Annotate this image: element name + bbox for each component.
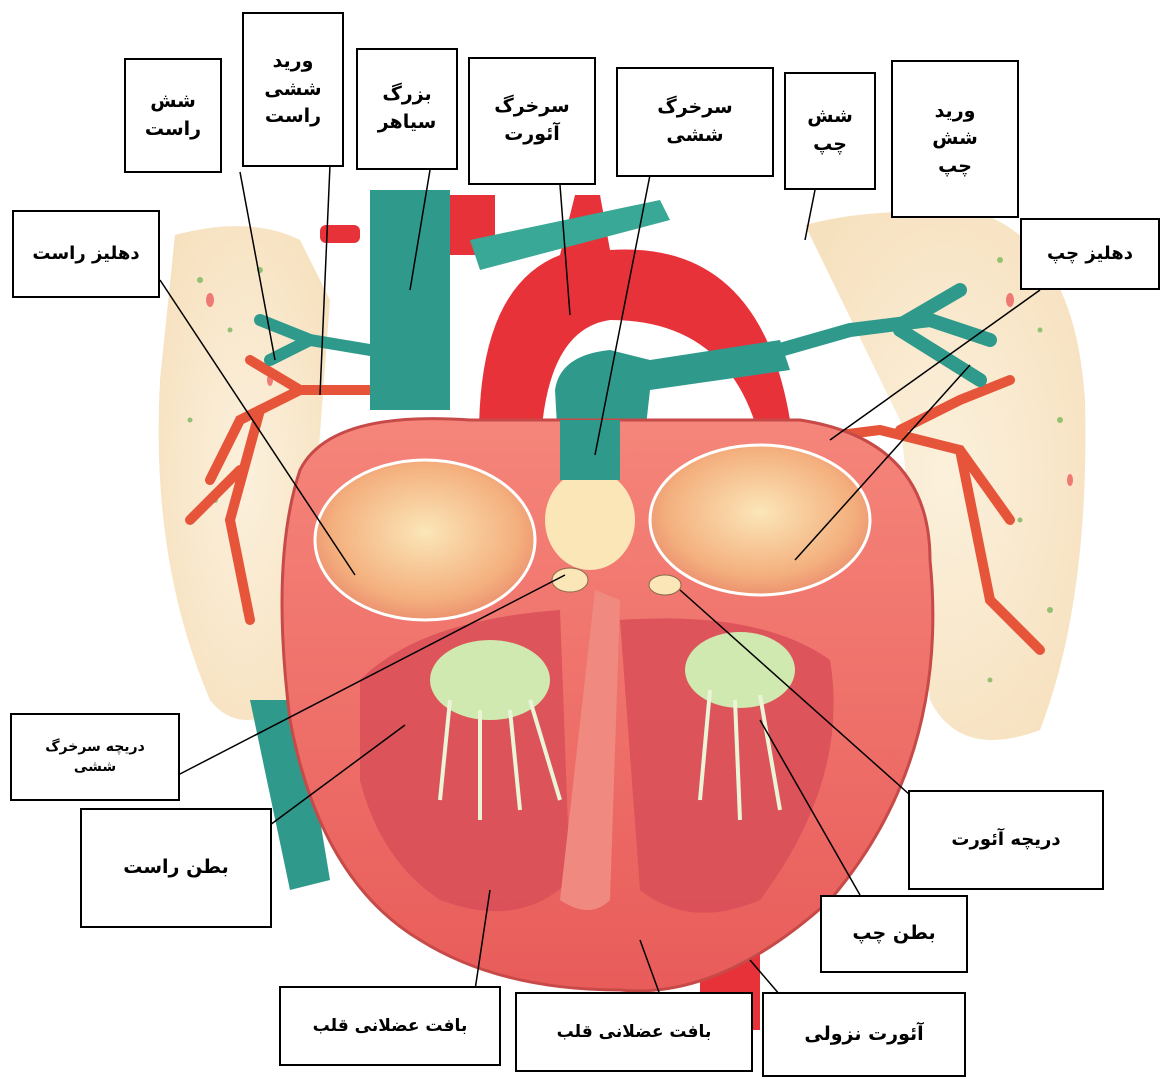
label-pulmonary-valve: دریچه سرخرگ ششی [10, 713, 180, 801]
label-left-atrium: دهلیز چپ [1020, 218, 1160, 290]
label-right-lung: شش راست [124, 58, 222, 173]
label-pulmonary-artery: سرخرگ ششی [616, 67, 774, 177]
label-aorta-artery-text: سرخرگ آئورت [494, 93, 569, 148]
label-descending-aorta: آئورت نزولی [762, 992, 966, 1077]
label-right-ventricle-text: بطن راست [123, 854, 229, 882]
right-atrium-chamber [315, 460, 535, 620]
label-aortic-valve-text: دریچه آئورت [951, 827, 1060, 853]
label-aortic-valve: دریچه آئورت [908, 790, 1104, 890]
label-left-ventricle-text: بطن چپ [852, 920, 935, 948]
label-vena-cava: بزرگ سیاهر [356, 48, 458, 170]
label-heart-muscle-right: بافت عضلانی قلب [515, 992, 753, 1072]
label-right-pulmonary-vein-text: ورید ششی راست [264, 48, 321, 131]
label-pulmonary-artery-text: سرخرگ ششی [657, 94, 732, 149]
label-pulmonary-valve-text: دریچه سرخرگ ششی [45, 737, 145, 778]
label-right-atrium: دهلیز راست [12, 210, 160, 298]
label-left-atrium-text: دهلیز چپ [1047, 241, 1133, 267]
label-left-lung: شش چپ [784, 72, 876, 190]
label-left-pulmonary-vein-text: ورید شش چپ [932, 98, 978, 181]
label-left-lung-text: شش چپ [807, 103, 853, 158]
vena-cava [370, 190, 450, 410]
label-left-pulmonary-vein: ورید شش چپ [891, 60, 1019, 218]
left-atrium-chamber [650, 445, 870, 595]
label-right-atrium-text: دهلیز راست [32, 241, 139, 267]
label-heart-muscle-right-text: بافت عضلانی قلب [557, 1020, 712, 1045]
label-vena-cava-text: بزرگ سیاهر [378, 81, 437, 136]
label-left-ventricle: بطن چپ [820, 895, 968, 973]
label-right-lung-text: شش راست [145, 88, 201, 143]
label-right-ventricle: بطن راست [80, 808, 272, 928]
label-descending-aorta-text: آئورت نزولی [804, 1021, 923, 1049]
label-aorta-artery: سرخرگ آئورت [468, 57, 596, 185]
label-right-pulmonary-vein: ورید ششی راست [242, 12, 344, 167]
label-heart-muscle-left-text: بافت عضلانی قلب [313, 1014, 468, 1039]
label-heart-muscle-left: بافت عضلانی قلب [279, 986, 501, 1066]
